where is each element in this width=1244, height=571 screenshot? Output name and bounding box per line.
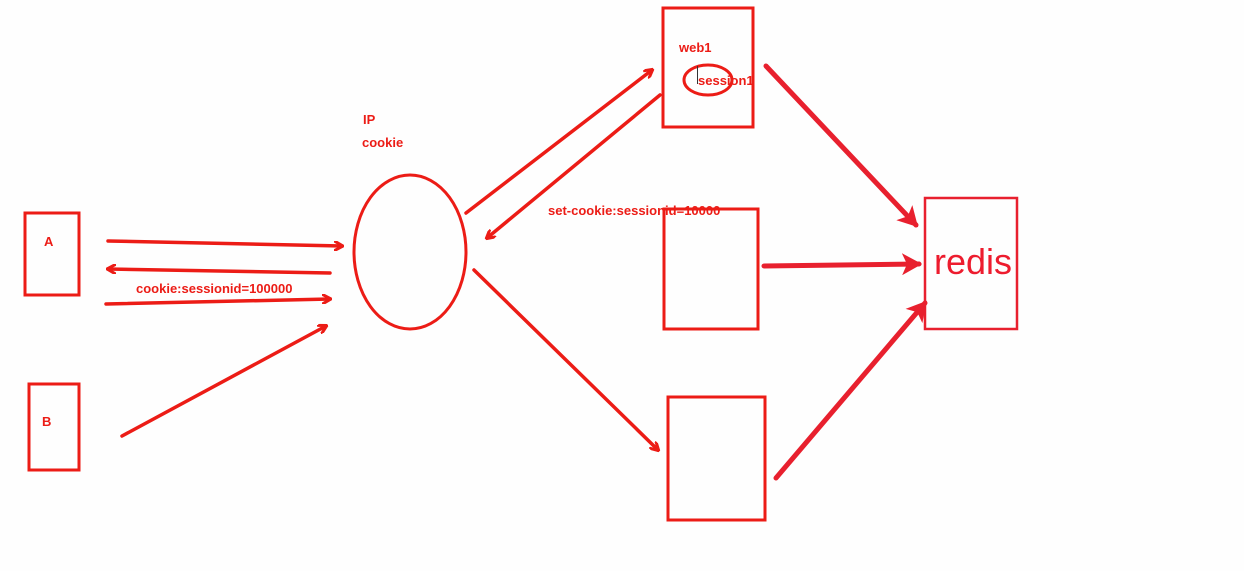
web3-box — [666, 395, 767, 522]
web1-label: web1 — [679, 40, 712, 55]
text-cursor-icon — [697, 66, 700, 84]
arrow-web1-to-lb — [487, 93, 662, 238]
cookie-sessionid-label: cookie:sessionid=100000 — [136, 281, 293, 296]
arrow-web3-to-redis — [773, 300, 928, 481]
redis-box — [923, 196, 1019, 331]
arrow-a-to-lb — [106, 239, 342, 246]
arrow-web1-to-redis — [763, 63, 919, 228]
arrow-a-cookie-to-lb — [104, 299, 330, 306]
client-b-label: B — [42, 414, 52, 429]
web2-box — [662, 207, 760, 331]
redis-label: redis — [934, 241, 1013, 282]
session-label: session1 — [698, 73, 754, 88]
lb-cookie-label: cookie — [362, 135, 404, 150]
web1-box — [661, 6, 755, 129]
session-highlight-ellipse — [682, 63, 734, 97]
arrow-web2-to-redis — [761, 253, 922, 276]
arrow-lb-to-a — [108, 269, 332, 275]
client-a-box — [23, 211, 81, 297]
lb-ip-label: IP — [363, 112, 376, 127]
client-a-label: A — [44, 234, 54, 249]
client-b-box — [27, 382, 81, 472]
set-cookie-label: set-cookie:sessionid=10000 — [548, 203, 721, 218]
arrow-lb-to-web1 — [464, 70, 652, 215]
load-balancer-ellipse — [352, 173, 468, 331]
arrow-lb-to-web3 — [472, 268, 658, 450]
arrow-b-to-lb — [120, 326, 326, 438]
